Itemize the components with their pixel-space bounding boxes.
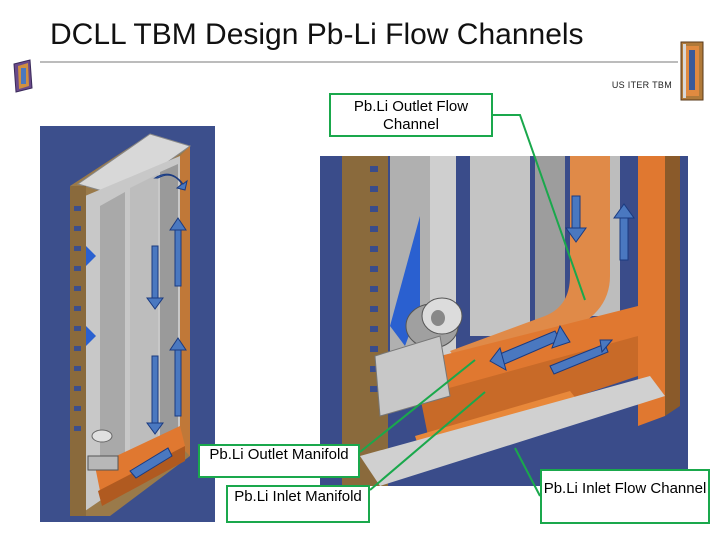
callout-outlet-manifold: Pb.Li Outlet Manifold bbox=[198, 444, 360, 478]
tbm-full-module-render bbox=[40, 126, 215, 522]
slide-subtitle: US ITER TBM bbox=[611, 80, 672, 90]
title-underline bbox=[40, 61, 678, 63]
callout-inlet-flow-channel: Pb.Li Inlet Flow Channel bbox=[540, 469, 710, 524]
tbm-cutaway-render bbox=[320, 156, 688, 486]
callout-outlet-flow-channel: Pb.Li Outlet Flow Channel bbox=[329, 93, 493, 137]
tbm-module-icon-left bbox=[13, 59, 33, 93]
tbm-module-icon-right bbox=[680, 41, 704, 101]
slide-title: DCLL TBM Design Pb-Li Flow Channels bbox=[50, 18, 584, 51]
callout-inlet-manifold: Pb.Li Inlet Manifold bbox=[226, 485, 370, 523]
